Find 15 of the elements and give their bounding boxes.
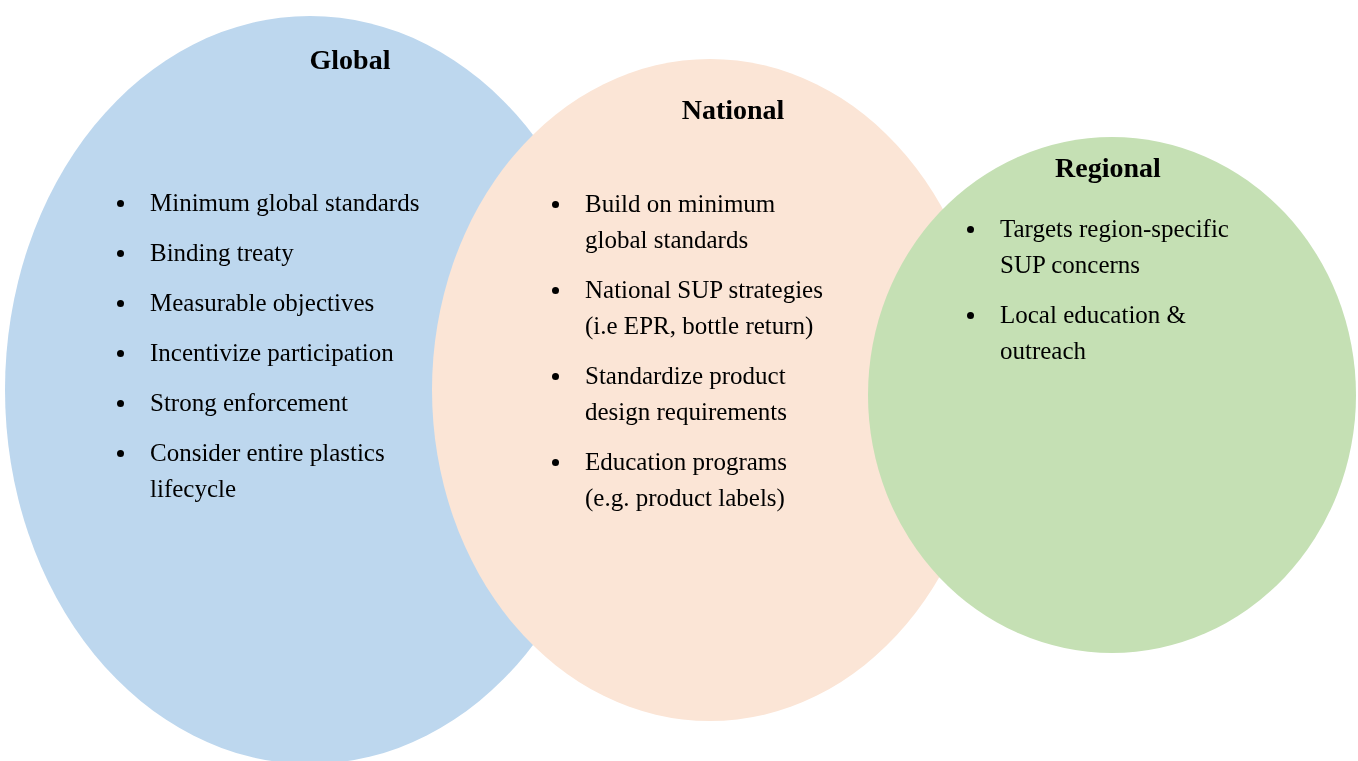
bullet-text: Strong enforcement [150, 389, 348, 416]
bullet-text: Education programs (e.g. product labels) [585, 448, 788, 511]
bullet-text: Incentivize participation [150, 339, 394, 366]
circle-heading: Global [309, 43, 391, 77]
bullet-text: Measurable objectives [150, 289, 375, 316]
bullet-text: Minimum global standards [150, 189, 420, 216]
circle-heading: National [681, 93, 785, 127]
bullet-text: Build on minimum global standards [585, 190, 776, 253]
bullet-text: Consider entire plastics lifecycle [150, 439, 385, 502]
bullet-text: National SUP strategies (i.e EPR, bottle return) [585, 276, 823, 339]
bullet-text: Binding treaty [150, 239, 294, 266]
bullet-text: Local education & outreach [1000, 301, 1187, 364]
bullet-text: Standardize product design requirements [585, 362, 788, 425]
bullet-text: Targets region-specific SUP concerns [1000, 215, 1229, 278]
circle-heading: Regional [1055, 151, 1161, 185]
